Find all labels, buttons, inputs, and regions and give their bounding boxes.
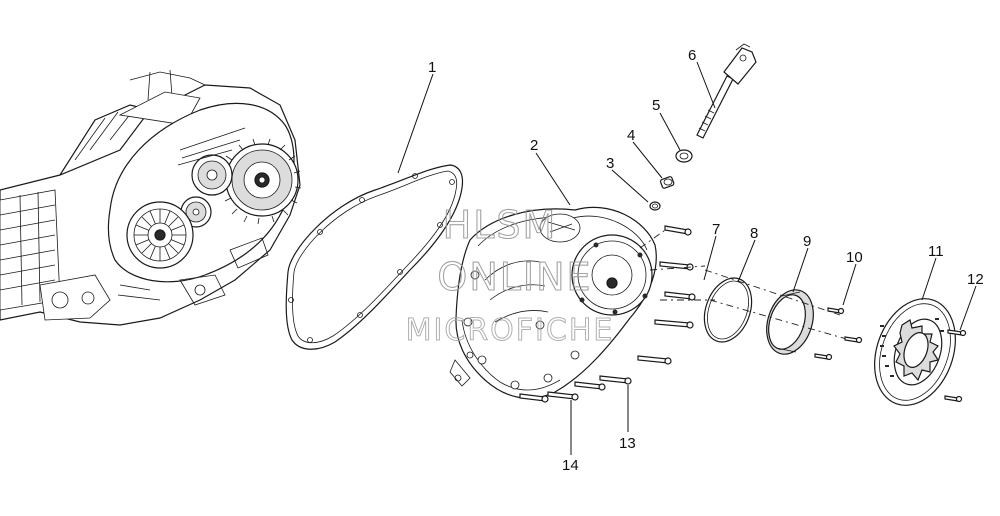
cover-bolts [519, 225, 715, 403]
derby-cover [874, 298, 956, 406]
inspection-cover-screws [814, 307, 863, 361]
o-ring [703, 277, 753, 343]
derby-cover-screws [944, 329, 967, 403]
bushing [659, 176, 675, 189]
callout-12: 12 [967, 271, 984, 288]
callout-leaders [397, 61, 977, 455]
watermark-line1: HLSM [443, 203, 558, 247]
callout-6: 6 [688, 47, 696, 64]
watermark-line3: MICROFICHE [406, 313, 615, 348]
watermark: HLSM ONLINE MICROFICHE [405, 202, 615, 348]
primary-cover [449, 206, 657, 399]
callout-5: 5 [652, 97, 660, 114]
seal [675, 149, 693, 163]
callout-10: 10 [846, 249, 863, 266]
callout-11: 11 [928, 243, 944, 260]
callout-numbers: 1 2 3 4 5 6 7 8 9 10 11 12 13 14 [428, 47, 984, 474]
callout-8: 8 [750, 225, 758, 242]
inspection-cover [704, 269, 851, 355]
callout-3: 3 [606, 155, 614, 172]
watermark-line2: ONLINE [437, 255, 592, 299]
callout-13: 13 [619, 435, 636, 452]
callout-14: 14 [562, 457, 579, 474]
callout-2: 2 [530, 137, 538, 154]
gasket [285, 164, 464, 350]
callout-7: 7 [712, 221, 720, 238]
callout-4: 4 [627, 127, 635, 144]
clutch-adjuster-shaft [696, 43, 757, 139]
plug [649, 201, 661, 211]
engine-assembly [0, 69, 302, 326]
callout-9: 9 [803, 233, 811, 250]
callout-1: 1 [428, 59, 436, 76]
